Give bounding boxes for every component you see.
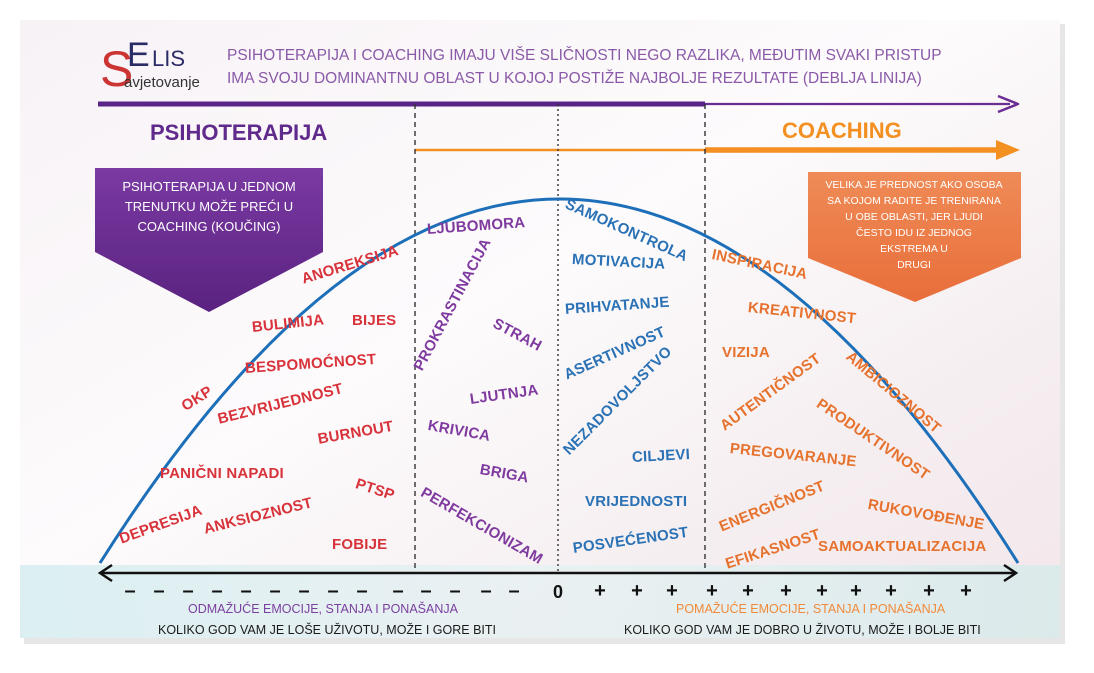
header-line-1: PSIHOTERAPIJA I COACHING IMAJU VIŠE SLIČ… [227,47,942,64]
axis-minus-sign: – [240,580,251,602]
axis-plus-sign: + [631,580,643,602]
axis-minus-sign: – [508,580,519,602]
right-callout-line-3: U OBE OBLASTI, JER LJUDI [845,211,983,223]
logo-e-letter: E [127,36,150,74]
axis-minus-sign: – [420,580,431,602]
word-vrijednosti: VRIJEDNOSTI [585,493,688,510]
axis-minus-sign: – [124,580,135,602]
bell-arc [98,197,1020,564]
word-ciljevi: CILJEVI [631,445,691,466]
axis-minus-sign: – [211,580,222,602]
axis-minus-sign: – [298,580,309,602]
psihoterapija-arrow [98,94,1020,114]
axis-plus-sign: + [594,580,606,602]
axis-plus-sign: + [885,580,897,602]
right-callout-line-6: DRUGI [897,259,931,271]
logo: S E LIS avjetovanje [100,36,200,97]
logo-subtitle: avjetovanje [124,74,200,91]
axis-minus-sign: – [449,580,460,602]
axis-plus-sign: + [923,580,935,602]
word-bijes: BIJES [352,312,397,329]
axis-minus-sign: – [327,580,338,602]
left-callout-line-3: COACHING (KOUČING) [138,219,281,234]
bottom-band [20,565,1060,638]
right-callout-line-5: EKSTREMA U [880,243,948,255]
bottom-right-subtitle: KOLIKO GOD VAM JE DOBRO U ŽIVOTU, MOŽE I… [624,622,981,637]
axis-plus-sign: + [780,580,792,602]
word-samoaktualizacija: SAMOAKTUALIZACIJA [818,538,987,555]
right-callout-line-4: ČESTO IDU IZ JEDNOG [856,226,972,239]
psihoterapija-label: PSIHOTERAPIJA [150,120,327,145]
left-callout [95,168,323,312]
axis-plus-sign: + [960,580,972,602]
word-vizija: VIZIJA [722,344,770,361]
axis-plus-sign: + [850,580,862,602]
coaching-arrow [415,140,1020,160]
axis-plus-sign: + [706,580,718,602]
axis-minus-sign: – [269,580,280,602]
logo-s-letter: S [100,41,133,97]
axis-minus-sign: – [356,580,367,602]
logo-lis-letters: LIS [152,46,185,71]
axis-plus-sign: + [666,580,678,602]
axis-minus-sign: – [392,580,403,602]
axis-minus-sign: – [480,580,491,602]
word-fobije: FOBIJE [332,536,388,553]
axis-plus-sign: + [816,580,828,602]
axis-signs: ––––––––––––––0+++++++++++ [124,580,971,602]
right-callout-line-2: SA KOJOM RADITE JE TRENIRANA [827,195,1001,207]
axis-zero: 0 [553,582,563,602]
left-callout-line-2: TRENUTKU MOŽE PREĆI U [125,199,293,214]
right-callout [808,172,1021,302]
bottom-left-title: ODMAŽUĆE EMOCIJE, STANJA I PONAŠANJA [188,601,459,616]
card-background [20,20,1060,638]
axis-plus-sign: + [742,580,754,602]
bottom-right-title: POMAŽUĆE EMOCIJE, STANJA I PONAŠANJA [676,601,946,616]
coaching-label: COACHING [782,118,902,143]
right-callout-line-1: VELIKA JE PREDNOST AKO OSOBA [825,179,1002,191]
baseline-axis [97,563,1019,583]
bottom-left-subtitle: KOLIKO GOD VAM JE LOŠE UŽIVOTU, MOŽE I G… [158,622,496,637]
word-panicni-napadi: PANIČNI NAPADI [160,465,284,482]
axis-minus-sign: – [153,580,164,602]
header-line-2: IMA SVOJU DOMINANTNU OBLAST U KOJOJ POST… [227,70,922,87]
axis-minus-sign: – [182,580,193,602]
left-callout-line-1: PSIHOTERAPIJA U JEDNOM [122,179,295,194]
